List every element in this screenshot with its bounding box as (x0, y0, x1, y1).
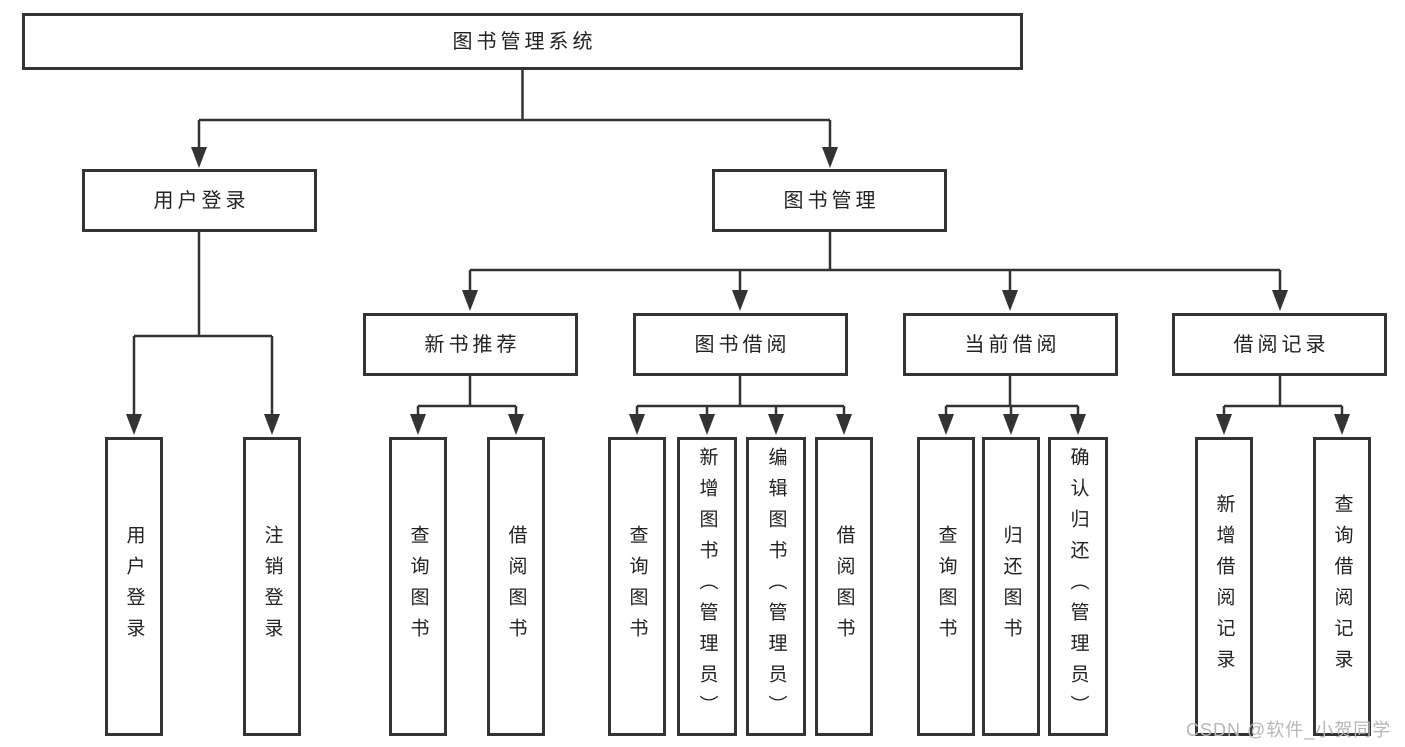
node-borrowing-records: 借阅记录 (1172, 313, 1387, 376)
node-book-management: 图书管理 (712, 169, 947, 232)
leaf-newbook-borrow-books: 借阅图书 (487, 437, 545, 736)
node-new-book-recommend: 新书推荐 (363, 313, 578, 376)
leaf-newbook-query-books: 查询图书 (389, 437, 447, 736)
node-book-borrowing: 图书借阅 (633, 313, 848, 376)
leaf-current-return-books: 归还图书 (982, 437, 1040, 736)
leaf-current-confirm-return-admin: 确认归还（管理员） (1048, 437, 1108, 736)
node-root: 图书管理系统 (22, 13, 1023, 70)
leaf-records-query-record: 查询借阅记录 (1313, 437, 1371, 736)
watermark: CSDN @软件_小贺同学 (1186, 720, 1392, 740)
leaf-borrowing-add-books-admin: 新增图书（管理员） (677, 437, 737, 736)
node-current-borrowing: 当前借阅 (903, 313, 1118, 376)
leaf-borrowing-edit-books-admin: 编辑图书（管理员） (746, 437, 806, 736)
leaf-borrowing-query-books: 查询图书 (608, 437, 666, 736)
node-user-login: 用户登录 (82, 169, 317, 232)
leaf-logout: 注销登录 (243, 437, 301, 736)
leaf-records-add-record: 新增借阅记录 (1195, 437, 1253, 736)
leaf-current-query-books: 查询图书 (917, 437, 975, 736)
leaf-borrowing-borrow-books: 借阅图书 (815, 437, 873, 736)
leaf-user-login: 用户登录 (105, 437, 163, 736)
